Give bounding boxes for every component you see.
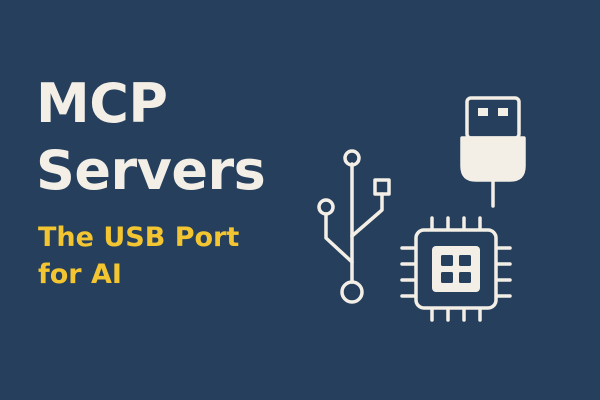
subtitle-line-1: The USB Port: [38, 222, 240, 253]
title-line-2: Servers: [36, 139, 266, 202]
chip-pins-right: [494, 246, 512, 298]
usb-plug-head: [465, 96, 521, 140]
chip-pins-top: [430, 216, 482, 232]
usb-plug-icon: [460, 96, 526, 208]
usb-symbol-left-circle: [317, 198, 335, 216]
usb-symbol-icon: [317, 149, 391, 304]
chip-pins-bottom: [430, 306, 482, 322]
title-line-1: MCP: [36, 72, 168, 135]
usb-symbol-right-square: [373, 178, 391, 196]
usb-plug-body: [460, 136, 526, 182]
chip-core: [432, 246, 480, 292]
usb-symbol-bottom-circle: [340, 280, 364, 304]
chip-core-grid: [441, 255, 471, 283]
microchip-icon: [400, 216, 512, 322]
subtitle-line-2: for AI: [38, 259, 122, 290]
usb-symbol-left-branch: [324, 212, 354, 264]
usb-plug-hole-right: [498, 108, 508, 116]
chip-pins-left: [400, 246, 418, 298]
usb-symbol-right-branch: [350, 192, 384, 238]
usb-plug-hole-left: [478, 108, 488, 116]
usb-symbol-top-circle: [343, 149, 361, 167]
